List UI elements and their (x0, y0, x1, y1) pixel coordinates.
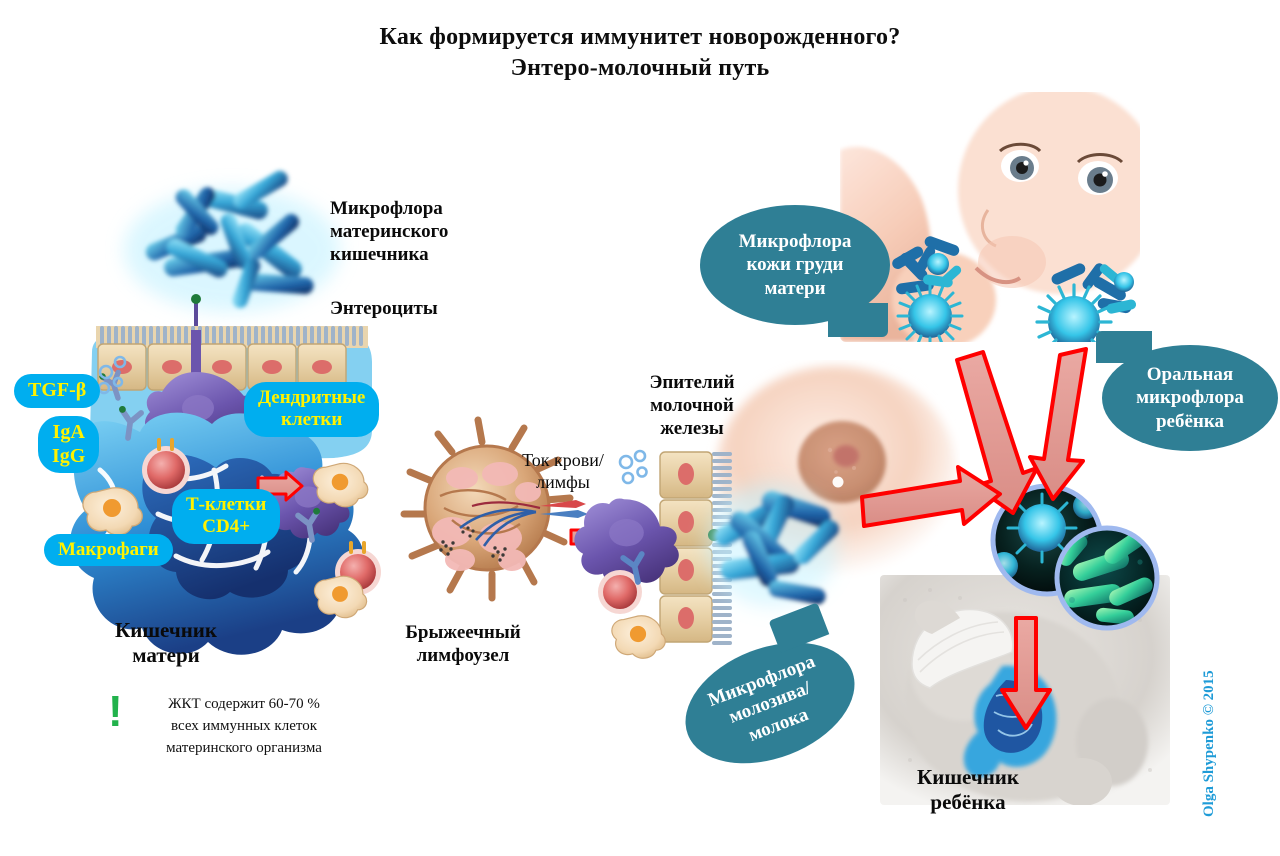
arrow-milk-to-gut (860, 465, 1002, 528)
pill-t-cells-cd4[interactable]: Т-клетки CD4+ (172, 489, 281, 544)
label-mother-intestine: Кишечник матери (115, 618, 217, 668)
mesenteric-lymph-node-illustration (400, 416, 588, 602)
page-title: Как формируется иммунитет новорожденного… (0, 22, 1280, 83)
bubble-tail-1 (828, 303, 888, 337)
note-text: ЖКТ содержит 60-70 % всех иммунных клето… (166, 696, 322, 756)
arrow-to-baby-gut (1000, 616, 1052, 730)
plasma-cell-3 (598, 570, 642, 614)
macrophage-4 (611, 615, 666, 659)
bubble-breast-skin-microflora[interactable]: Микрофлора кожи груди матери (700, 205, 890, 337)
bubble-tail-2 (1096, 331, 1152, 363)
nursing-photo (840, 92, 1140, 342)
skin-bacteria-cluster (892, 236, 1137, 342)
pill-dendritic-cells[interactable]: Дендритные клетки (244, 382, 380, 437)
convergence-arrows (860, 347, 1088, 730)
label-enterocytes: Энтероциты (330, 298, 438, 319)
arrow-oral-to-gut (1028, 347, 1088, 501)
label-maternal-microflora: Микрофлора материнского кишечника (330, 198, 449, 265)
maternal-microflora-illustration (124, 170, 340, 340)
bubble-breast-skin-microflora-text: Микрофлора кожи груди матери (738, 231, 852, 299)
note-exclamation-icon: ! (108, 687, 123, 736)
bubble-oral-microflora-child-text: Оральная микрофлора ребёнка (1136, 364, 1244, 432)
bacilli-circle (1054, 525, 1160, 631)
bubble-oral-microflora-child[interactable]: Оральная микрофлора ребёнка (1096, 331, 1278, 451)
macrophage-3 (313, 575, 368, 619)
label-blood-lymph-flow: Ток крови/ лимфы (522, 450, 604, 492)
plasma-cell-1 (142, 438, 190, 494)
title-line-1: Как формируется иммунитет новорожденного… (379, 24, 901, 50)
dendritic-cell-3 (574, 498, 679, 586)
pill-tgf-beta[interactable]: TGF-β (14, 374, 101, 408)
copyright-text: Olga Shypenko © 2015 (1201, 670, 1217, 817)
pill-iga-igg[interactable]: IgA IgG (38, 416, 100, 474)
label-mesenteric-node: Брыжеечный лимфоузел (405, 622, 521, 666)
arrow-skin-to-gut (955, 350, 1039, 515)
title-line-2: Энтеро-молочный путь (510, 54, 770, 81)
pill-macrophages[interactable]: Макрофаги (44, 534, 173, 567)
microbiota-circles (990, 483, 1160, 631)
bubble-colostrum-milk-microflora-text: Микрофлора молозива/ молока (705, 651, 819, 746)
macrophage-2 (312, 462, 369, 508)
label-mammary-epithelium: Эпителий молочной железы (649, 372, 735, 439)
mammary-epithelium-illustration (574, 449, 840, 659)
label-baby-intestine: Кишечник ребёнка (917, 765, 1019, 815)
